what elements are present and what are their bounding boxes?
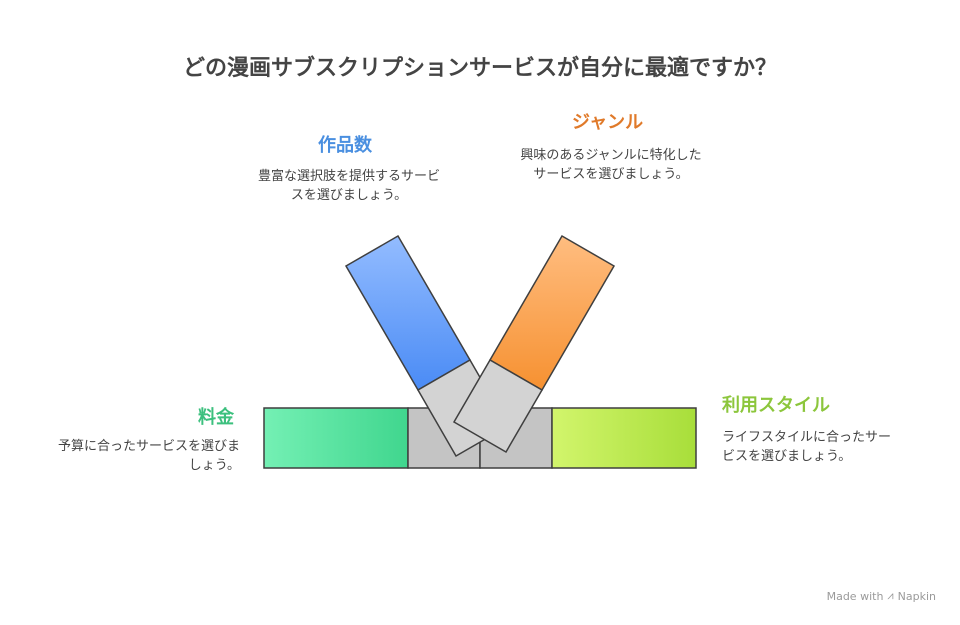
genre-description: 興味のあるジャンルに特化したサービスを選びましょう。	[520, 148, 702, 182]
works-bar	[344, 234, 472, 392]
napkin-brand: Napkin	[897, 589, 936, 603]
napkin-icon: ⩘	[887, 589, 894, 602]
genre-bar	[488, 234, 616, 392]
style-description: ライフスタイルに合ったサービスを選びましょう。	[722, 430, 892, 464]
genre-heading: ジャンル	[572, 112, 644, 133]
style-bar	[551, 407, 697, 469]
price-bar	[263, 407, 409, 469]
genre-joint	[452, 358, 544, 454]
diagram-title: どの漫画サブスクリプションサービスが自分に最適ですか？	[182, 56, 777, 81]
footer-credit: Made with ⩘ Napkin	[827, 589, 936, 603]
price-heading: 料金	[198, 407, 234, 428]
works-heading: 作品数	[318, 135, 372, 156]
price-description: 予算に合ったサービスを選びましょう。	[58, 439, 241, 473]
works-description: 豊富な選択肢を提供するサービスを選びましょう。	[257, 169, 440, 203]
made-with-label: Made with	[826, 589, 884, 603]
style-heading: 利用スタイル	[722, 395, 830, 416]
